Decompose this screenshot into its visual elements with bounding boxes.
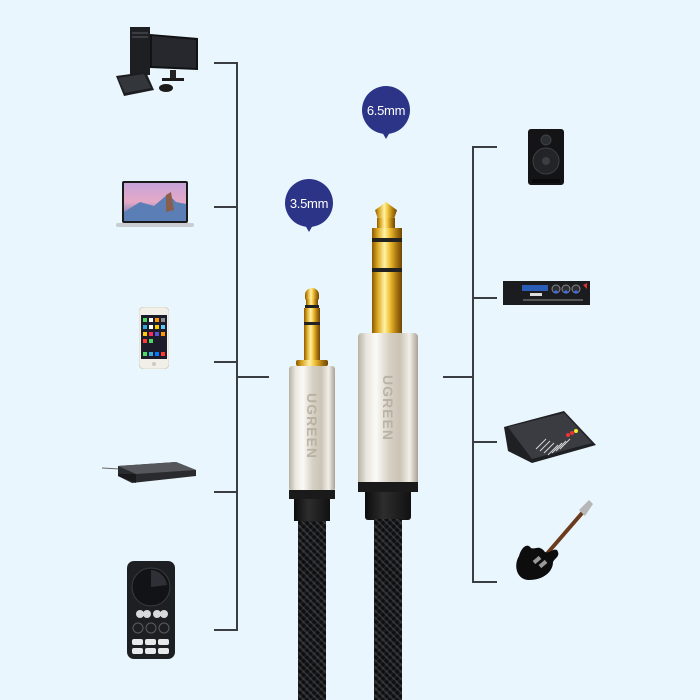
laptop-icon bbox=[116, 180, 194, 230]
sound-card-icon bbox=[127, 561, 175, 659]
size-badge-6-5mm: 6.5mm bbox=[362, 86, 410, 139]
badge-label: 3.5mm bbox=[289, 195, 329, 211]
brand-logo: UGREEN bbox=[304, 393, 320, 459]
badge-label: 6.5mm bbox=[366, 102, 406, 118]
desktop-computer-icon bbox=[112, 24, 202, 99]
audio-mixer-icon bbox=[502, 409, 598, 465]
brand-logo: UGREEN bbox=[380, 375, 396, 441]
amplifier-icon bbox=[503, 281, 590, 305]
electric-guitar-icon bbox=[509, 500, 594, 585]
speaker-icon bbox=[528, 129, 564, 185]
smartphone-icon bbox=[138, 306, 170, 370]
dvd-player-icon bbox=[101, 456, 198, 486]
size-badge-3-5mm: 3.5mm bbox=[285, 179, 333, 232]
